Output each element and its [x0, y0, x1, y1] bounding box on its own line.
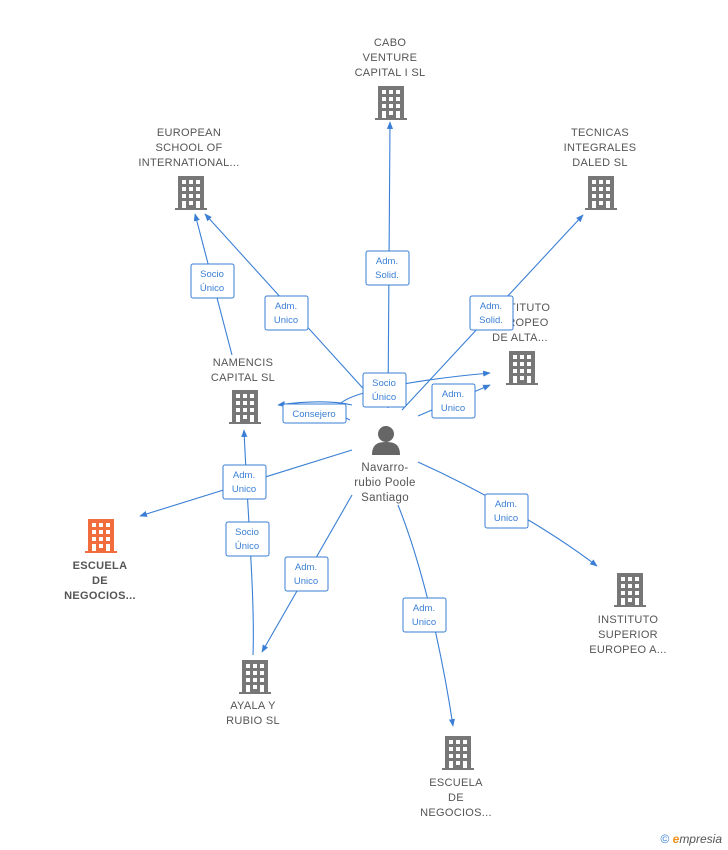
- copyright-symbol: ©: [660, 832, 670, 846]
- edge-label-namencis[interactable]: Consejero: [282, 403, 347, 424]
- svg-text:Consejero: Consejero: [292, 409, 335, 420]
- edge-label-adm-alta[interactable]: Adm.Unico: [431, 383, 476, 419]
- building-icon: [239, 660, 271, 694]
- svg-text:Adm.Solid.: Adm.Solid.: [479, 301, 503, 326]
- edge-label-ayala[interactable]: Adm.Unico: [284, 556, 329, 592]
- building-icon: [506, 351, 538, 385]
- copyright-brand: © empresia: [660, 832, 722, 846]
- svg-text:Adm.Unico: Adm.Unico: [232, 470, 256, 495]
- building-icon: [585, 176, 617, 210]
- svg-text:Adm.Unico: Adm.Unico: [274, 301, 298, 326]
- building-icon: [375, 86, 407, 120]
- building-icon: [614, 573, 646, 607]
- edges: [139, 121, 598, 727]
- building-icon: [442, 736, 474, 770]
- building-icon: [229, 390, 261, 424]
- svg-text:Adm.Unico: Adm.Unico: [441, 389, 465, 414]
- edge-label-european[interactable]: Adm.Unico: [264, 295, 309, 331]
- svg-text:Adm.Unico: Adm.Unico: [294, 562, 318, 587]
- svg-text:Adm.Solid.: Adm.Solid.: [375, 256, 399, 281]
- building-icon: [175, 176, 207, 210]
- building-icon: [85, 519, 117, 553]
- edge-label-escuela-focus[interactable]: Adm.Unico: [222, 464, 267, 500]
- brand-logo-text: mpresia: [679, 832, 722, 846]
- svg-text:Adm.Unico: Adm.Unico: [494, 499, 518, 524]
- person-icon: [372, 426, 400, 455]
- edge-label-tecnicas[interactable]: Adm.Solid.: [469, 295, 514, 331]
- edge-label-instituto-superior[interactable]: Adm.Unico: [484, 493, 529, 529]
- brand-logo-letter: e: [672, 832, 680, 846]
- edge-label-escuela-bottom[interactable]: Adm.Unico: [402, 597, 447, 633]
- edge-label-cabo[interactable]: Adm.Solid.: [365, 250, 410, 286]
- svg-text:Adm.Unico: Adm.Unico: [412, 603, 436, 628]
